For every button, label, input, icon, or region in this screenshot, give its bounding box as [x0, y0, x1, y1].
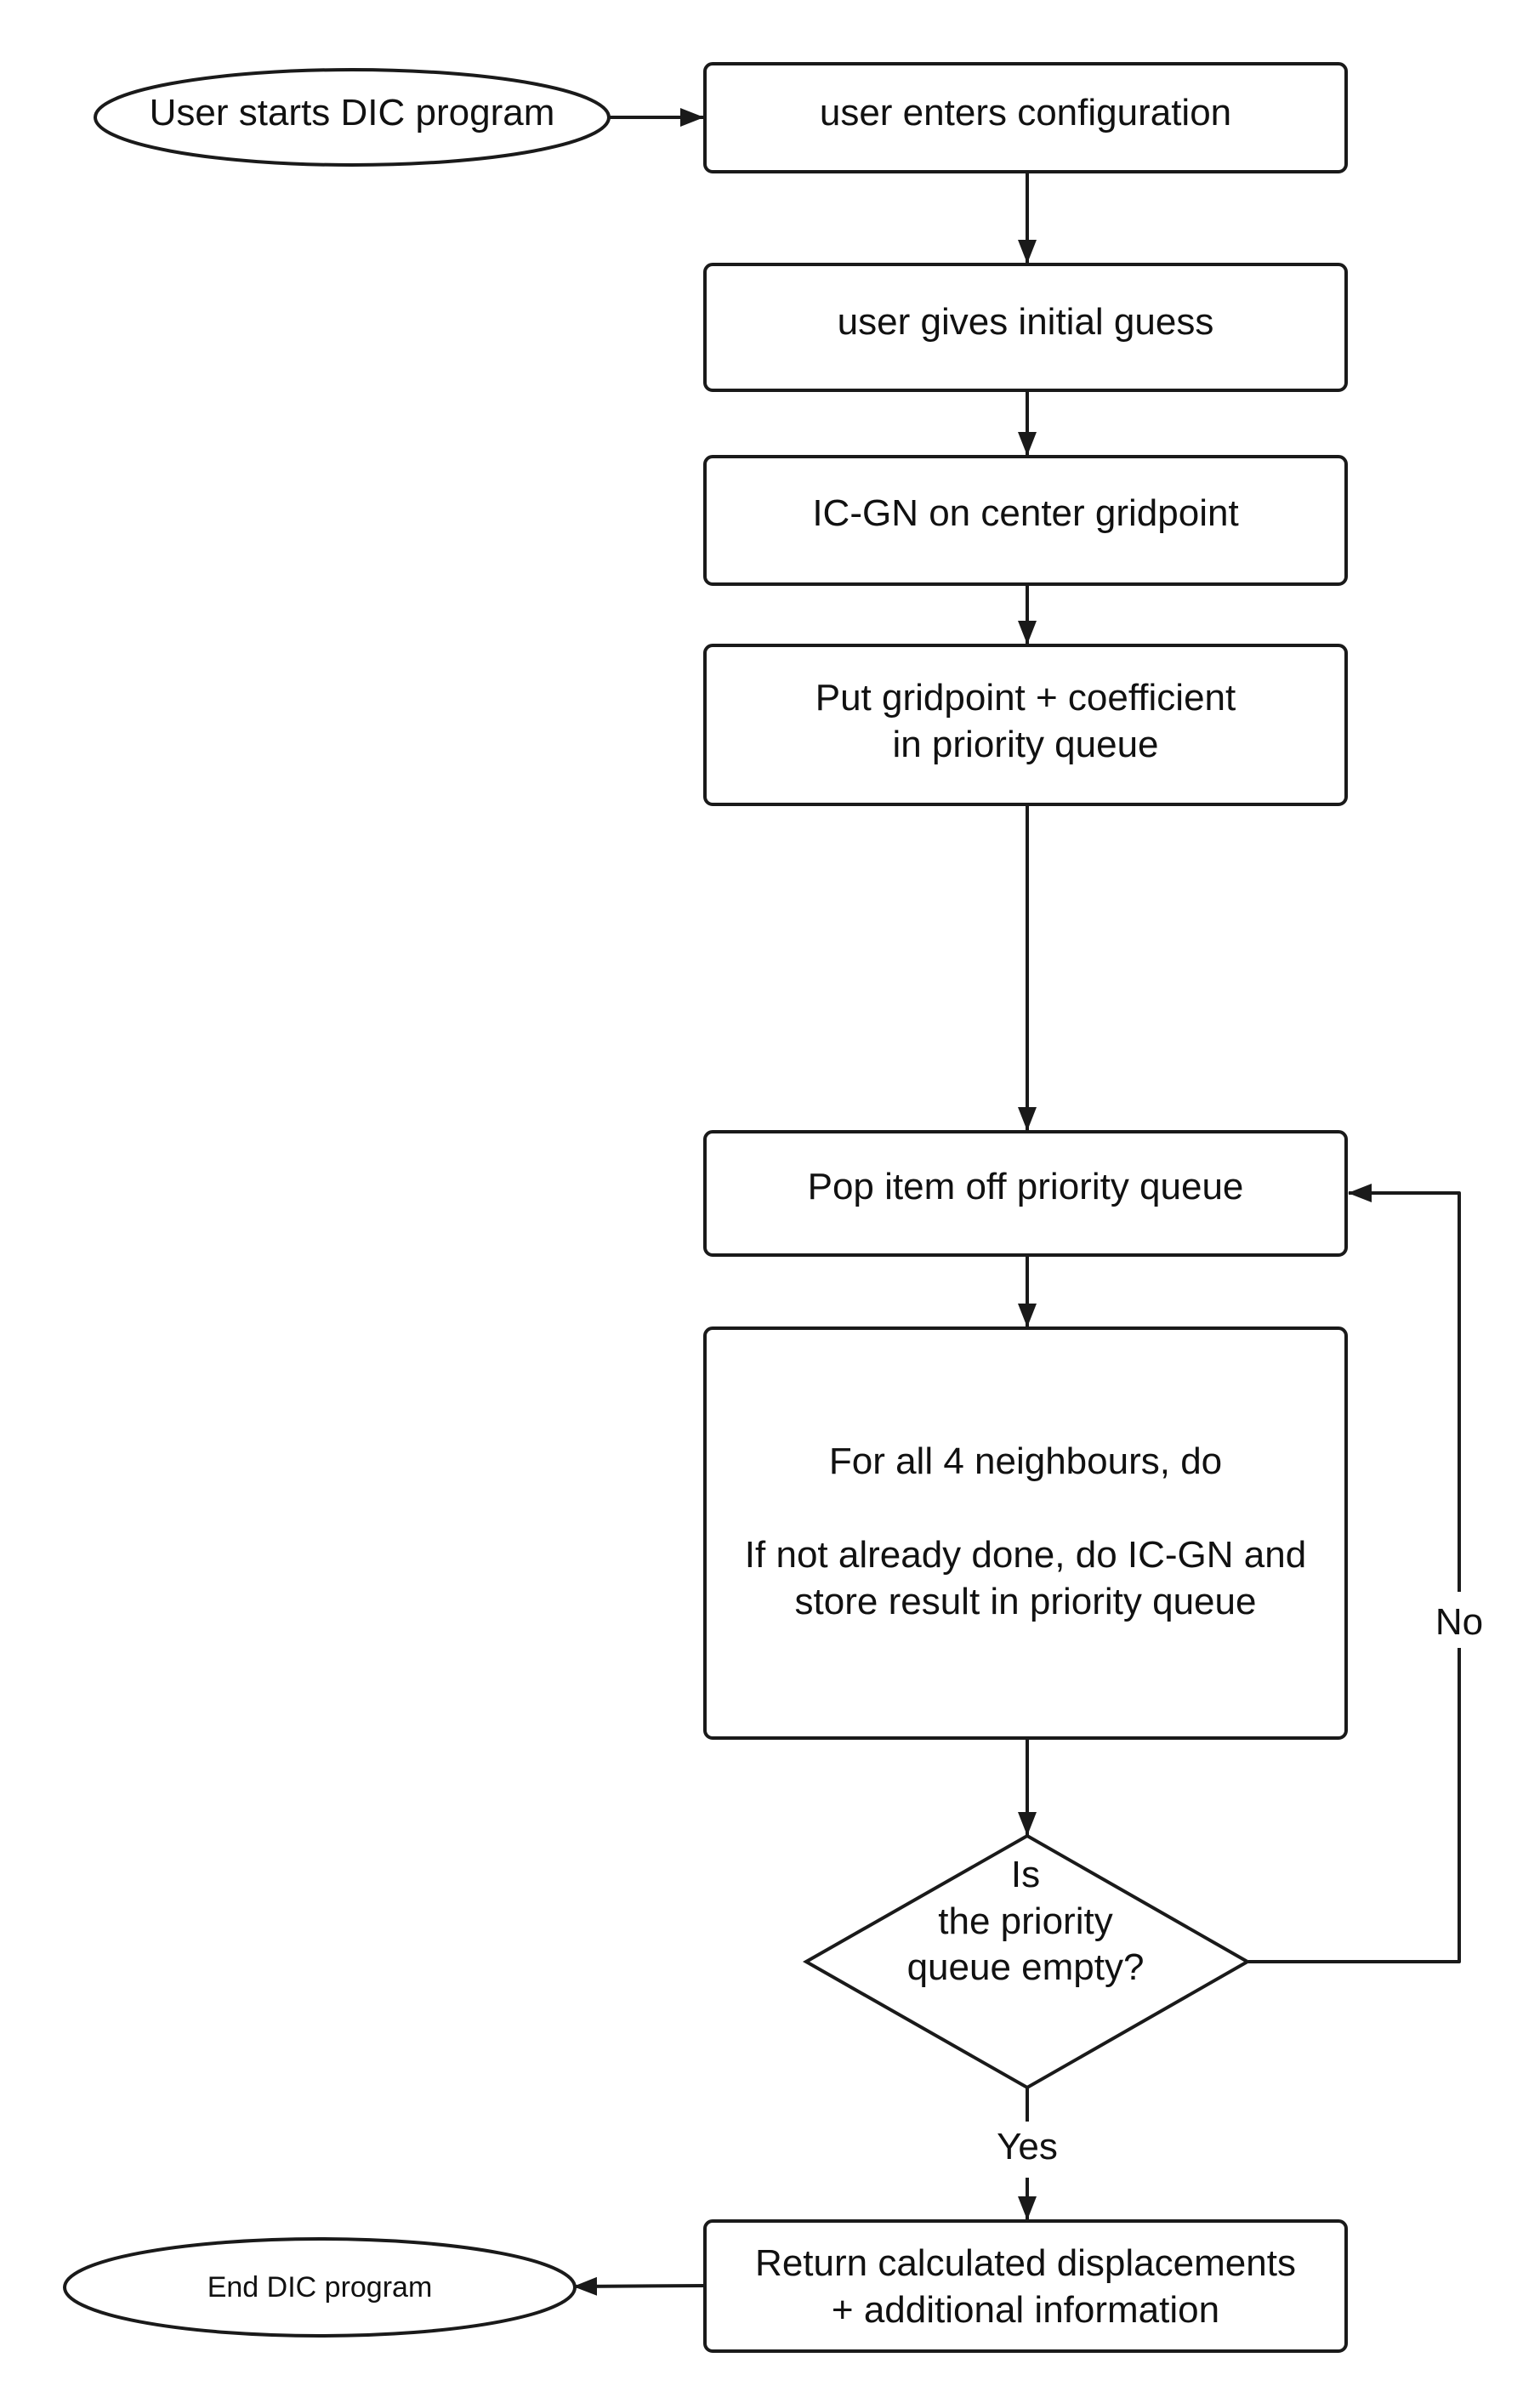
edge-decision-no-loop [1248, 1184, 1461, 1963]
decision-node: Is the priority queue empty? [802, 1833, 1252, 2090]
decision-node-line-2: the priority [938, 1900, 1112, 1942]
icgn-center-node-label: IC-GN on center gridpoint [812, 492, 1238, 534]
start-node-label: User starts DIC program [150, 92, 555, 134]
edge-return-to-end [573, 2276, 706, 2296]
put-queue-node-line-1: Put gridpoint + coefficient [815, 677, 1236, 719]
decision-node-line-1: Is [1011, 1854, 1040, 1895]
end-node-label: End DIC program [207, 2271, 433, 2304]
put-queue-node-line-2: in priority queue [892, 724, 1158, 765]
return-node-line-2: + additional information [832, 2289, 1219, 2331]
neighbours-node-line-3: If not already done, do IC-GN and [745, 1534, 1306, 1576]
icgn-center-node: IC-GN on center gridpoint [703, 455, 1348, 586]
neighbours-node-line-1: For all 4 neighbours, do [829, 1440, 1222, 1482]
decision-node-line-3: queue empty? [907, 1946, 1145, 1988]
edge-label-yes: Yes [997, 2126, 1058, 2167]
start-node: User starts DIC program [94, 68, 611, 167]
edge-labels: No Yes [986, 1592, 1486, 2178]
guess-node: user gives initial guess [703, 263, 1348, 392]
neighbours-node: For all 4 neighbours, do If not already … [703, 1326, 1348, 1740]
pop-node: Pop item off priority queue [703, 1130, 1348, 1257]
nodes: User starts DIC program user enters conf… [63, 62, 1348, 2353]
return-node: Return calculated displacements + additi… [703, 2219, 1348, 2353]
return-node-line-1: Return calculated displacements [755, 2242, 1296, 2284]
config-node: user enters configuration [703, 62, 1348, 173]
edge-label-no: No [1435, 1601, 1483, 1643]
put-queue-node: Put gridpoint + coefficient in priority … [703, 644, 1348, 806]
pop-node-label: Pop item off priority queue [808, 1166, 1244, 1207]
guess-node-label: user gives initial guess [838, 301, 1214, 343]
neighbours-node-line-4: store result in priority queue [795, 1581, 1257, 1622]
config-node-label: user enters configuration [820, 92, 1231, 134]
end-node: End DIC program [63, 2237, 577, 2338]
